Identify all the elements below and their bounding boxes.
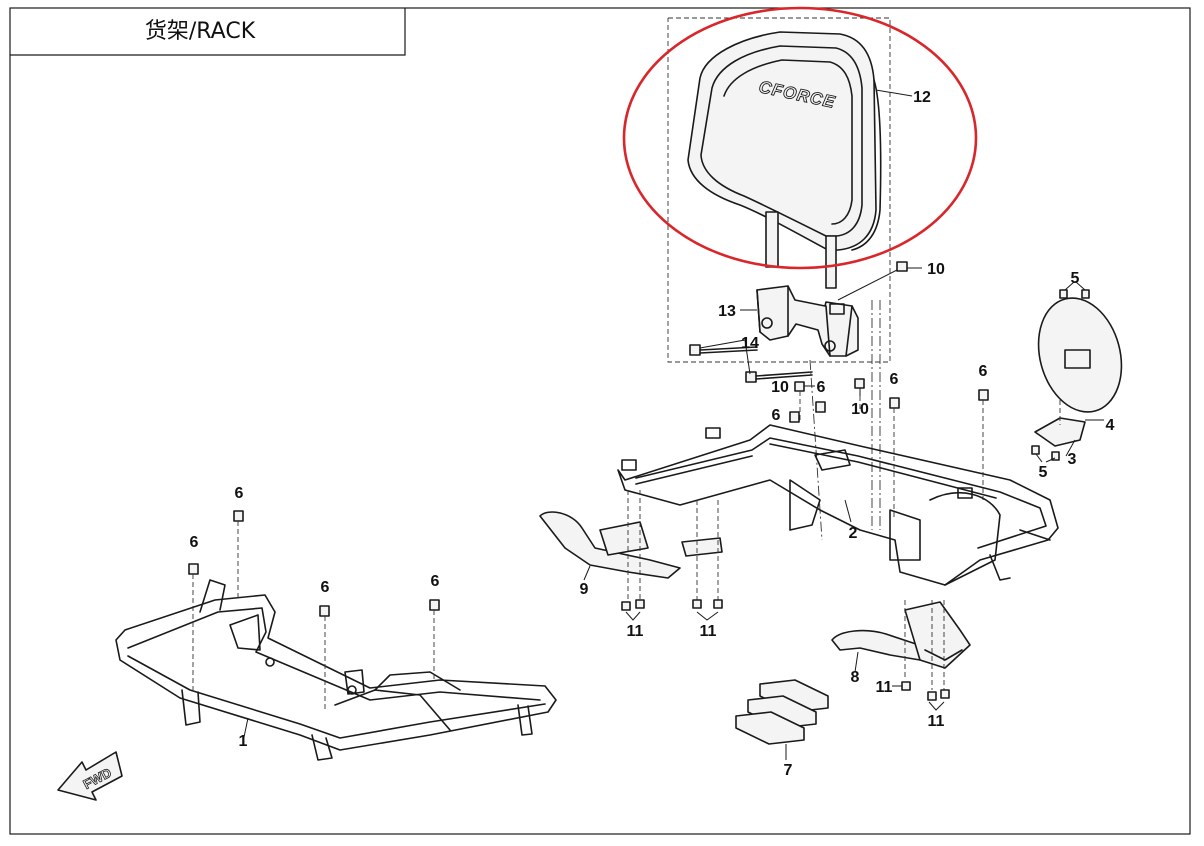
callout-6-f: 6 — [817, 379, 826, 396]
callout-8: 8 — [851, 669, 860, 686]
callout-7: 7 — [784, 762, 793, 779]
callout-3: 3 — [1068, 451, 1077, 468]
front-handle-part-9 — [539, 511, 723, 579]
title-box — [10, 8, 406, 56]
mount-bracket-part-3 — [1034, 417, 1086, 447]
callout-6-e: 6 — [772, 407, 781, 424]
callout-1: 1 — [239, 733, 248, 750]
callout-5-top: 5 — [1071, 270, 1080, 287]
callout-10-a: 10 — [927, 261, 945, 278]
callout-2: 2 — [849, 525, 858, 542]
callout-4: 4 — [1106, 417, 1115, 434]
callout-9: 9 — [580, 581, 589, 598]
front-rack-part — [115, 579, 557, 761]
callout-labels: 1 2 3 4 5 5 6 6 6 6 6 6 6 6 7 8 9 10 10 … — [190, 89, 1115, 779]
forward-direction-arrow: FWD — [57, 751, 123, 801]
callout-13: 13 — [718, 303, 736, 320]
callout-11-a: 11 — [627, 623, 644, 640]
fastener-nut-11-set — [621, 289, 1090, 701]
callout-14: 14 — [741, 335, 759, 352]
callout-11-d: 11 — [928, 713, 945, 730]
callout-11-c: 11 — [876, 679, 893, 696]
callout-6-b: 6 — [190, 534, 199, 551]
bolt-part-14a — [689, 344, 758, 356]
callout-5-bottom: 5 — [1039, 464, 1048, 481]
rubber-pads-part-7 — [735, 679, 829, 745]
backrest-pad-part: CFORCE — [687, 31, 882, 289]
callout-11-b: 11 — [700, 623, 717, 640]
callout-10-b: 10 — [771, 379, 789, 396]
bolt-part-14b — [745, 371, 813, 383]
bolt-part-10a — [837, 261, 908, 301]
rear-handle-part-8 — [831, 601, 971, 669]
highlight-ellipse — [622, 6, 978, 270]
callout-6-d: 6 — [431, 573, 440, 590]
tire-cover-part-4 — [1037, 297, 1123, 425]
rear-rack-part — [617, 424, 1059, 586]
callout-6-c: 6 — [321, 579, 330, 596]
backrest-bracket-part — [756, 285, 859, 357]
callout-6-a: 6 — [235, 485, 244, 502]
backrest-assembly-boundary — [667, 17, 891, 363]
callout-10-c: 10 — [851, 401, 869, 418]
callout-12: 12 — [913, 89, 931, 106]
callout-6-h: 6 — [979, 363, 988, 380]
diagram-title: 货架/RACK — [145, 19, 256, 44]
leader-lines — [242, 89, 1104, 760]
drawing-border — [9, 7, 1191, 835]
fastener-nut-6-set — [188, 389, 989, 710]
callout-6-g: 6 — [890, 371, 899, 388]
